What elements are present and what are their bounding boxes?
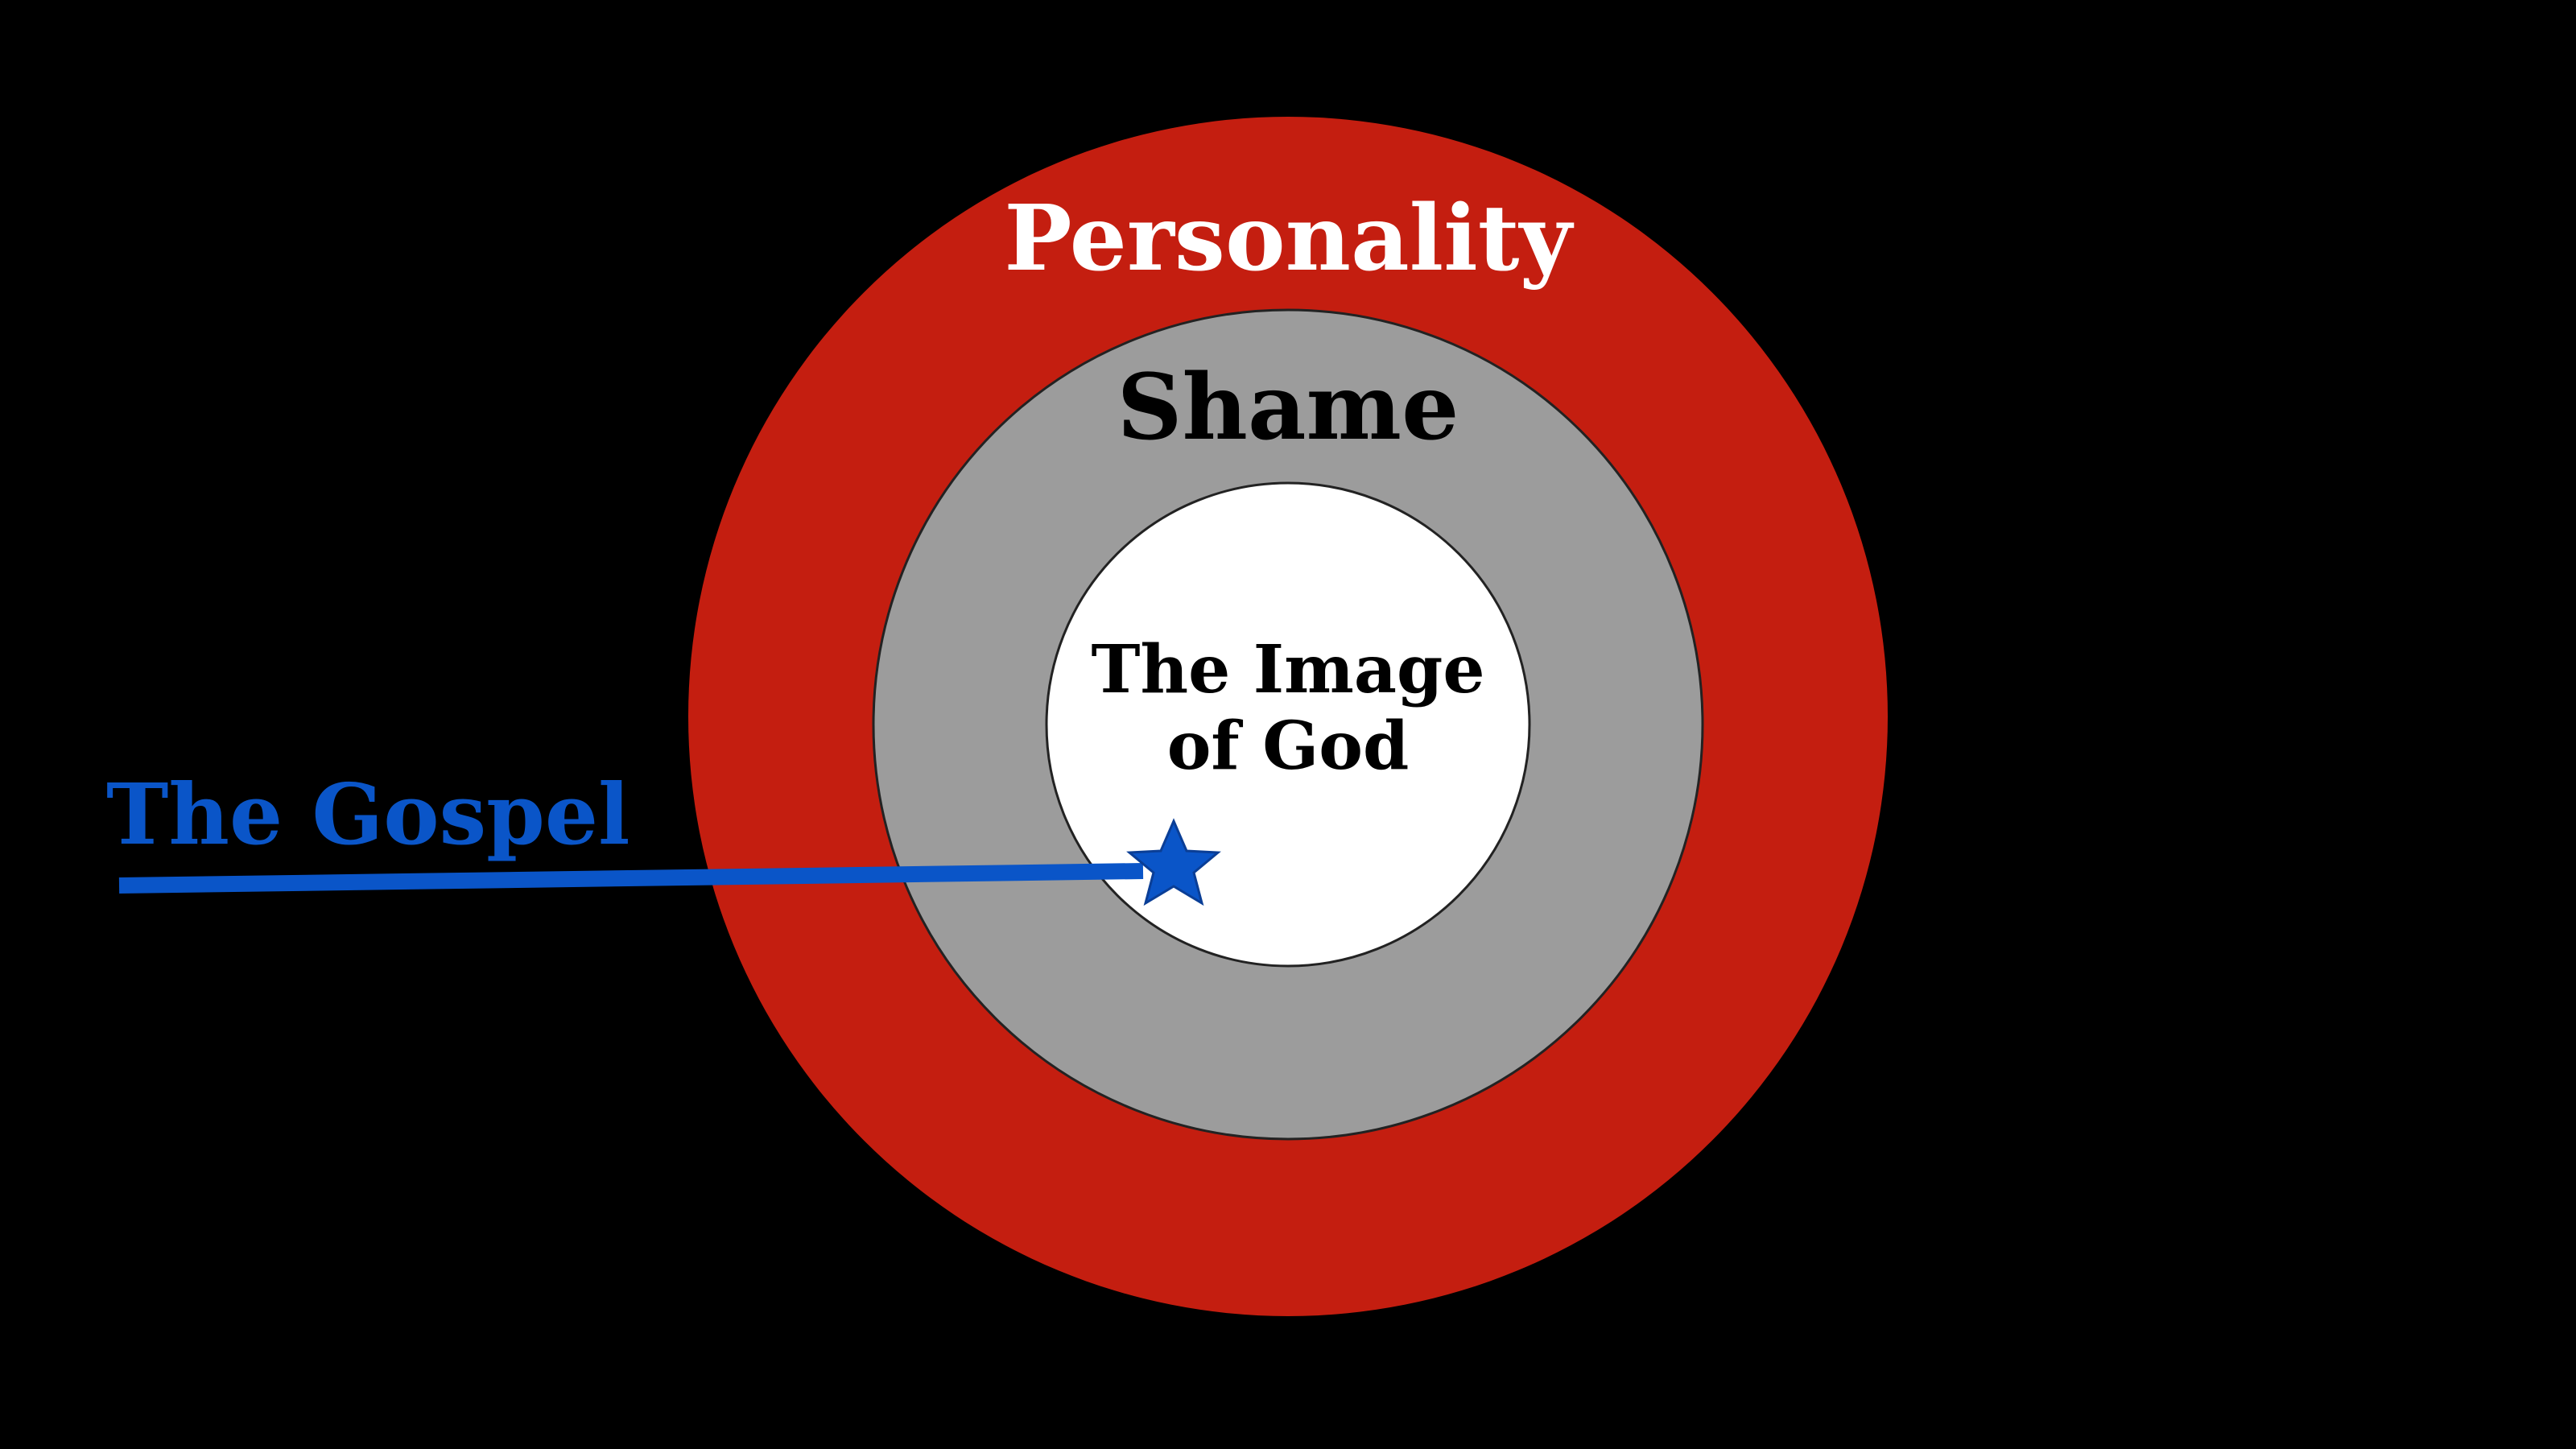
star-icon [1126,818,1221,906]
image-of-god-label-line1: The Image [1091,631,1484,708]
personality-label: Personality [1004,186,1574,291]
gospel-label: The Gospel [106,765,630,864]
shame-label: Shame [1117,355,1459,460]
gospel-arrow-line [118,863,1144,894]
image-of-god-label-line2: of God [1167,708,1410,785]
